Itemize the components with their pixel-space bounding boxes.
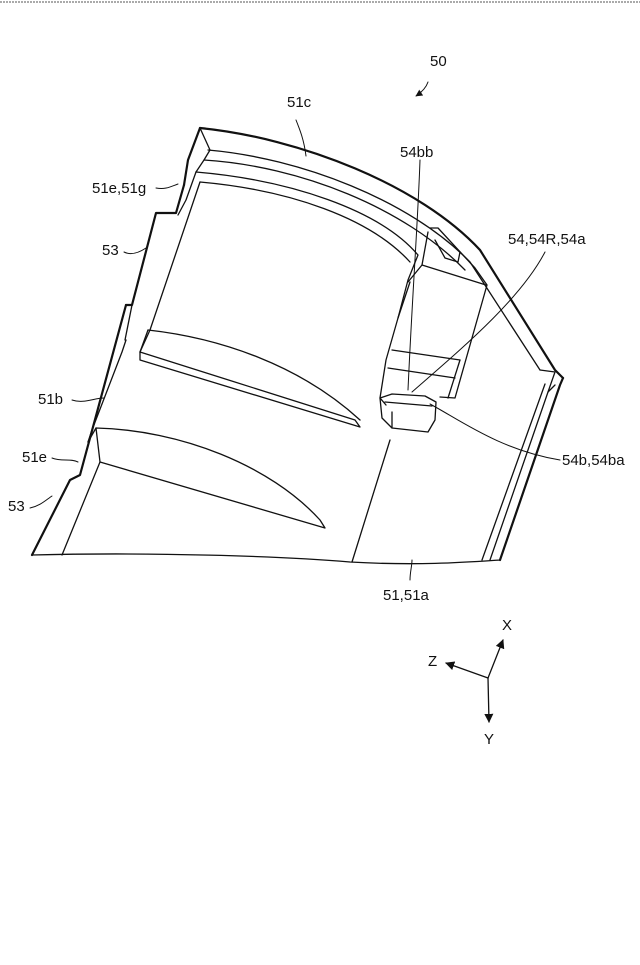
coordinate-axes: X Y Z (428, 617, 512, 748)
label-54bb: 54bb (400, 144, 433, 161)
latch-member (380, 228, 487, 432)
label-51e: 51e (22, 449, 47, 466)
middle-section (62, 330, 390, 562)
label-51-51a: 51,51a (383, 587, 430, 604)
axis-y-label: Y (484, 731, 494, 748)
axis-z-arrow (446, 663, 488, 678)
axis-y-arrow (488, 678, 489, 722)
label-53-bottom: 53 (8, 498, 25, 515)
label-54-54R-54a: 54,54R,54a (508, 231, 586, 248)
axis-z-label: Z (428, 653, 437, 670)
label-51c: 51c (287, 94, 312, 111)
upper-window (140, 172, 418, 427)
label-50: 50 (430, 53, 447, 70)
label-51e-51g: 51e,51g (92, 180, 146, 197)
label-51b: 51b (38, 391, 63, 408)
reference-arrow-50 (416, 82, 428, 96)
label-53-top: 53 (102, 242, 119, 259)
axis-x-arrow (488, 640, 503, 678)
label-54b-54ba: 54b,54ba (562, 452, 625, 469)
axis-x-label: X (502, 617, 512, 634)
